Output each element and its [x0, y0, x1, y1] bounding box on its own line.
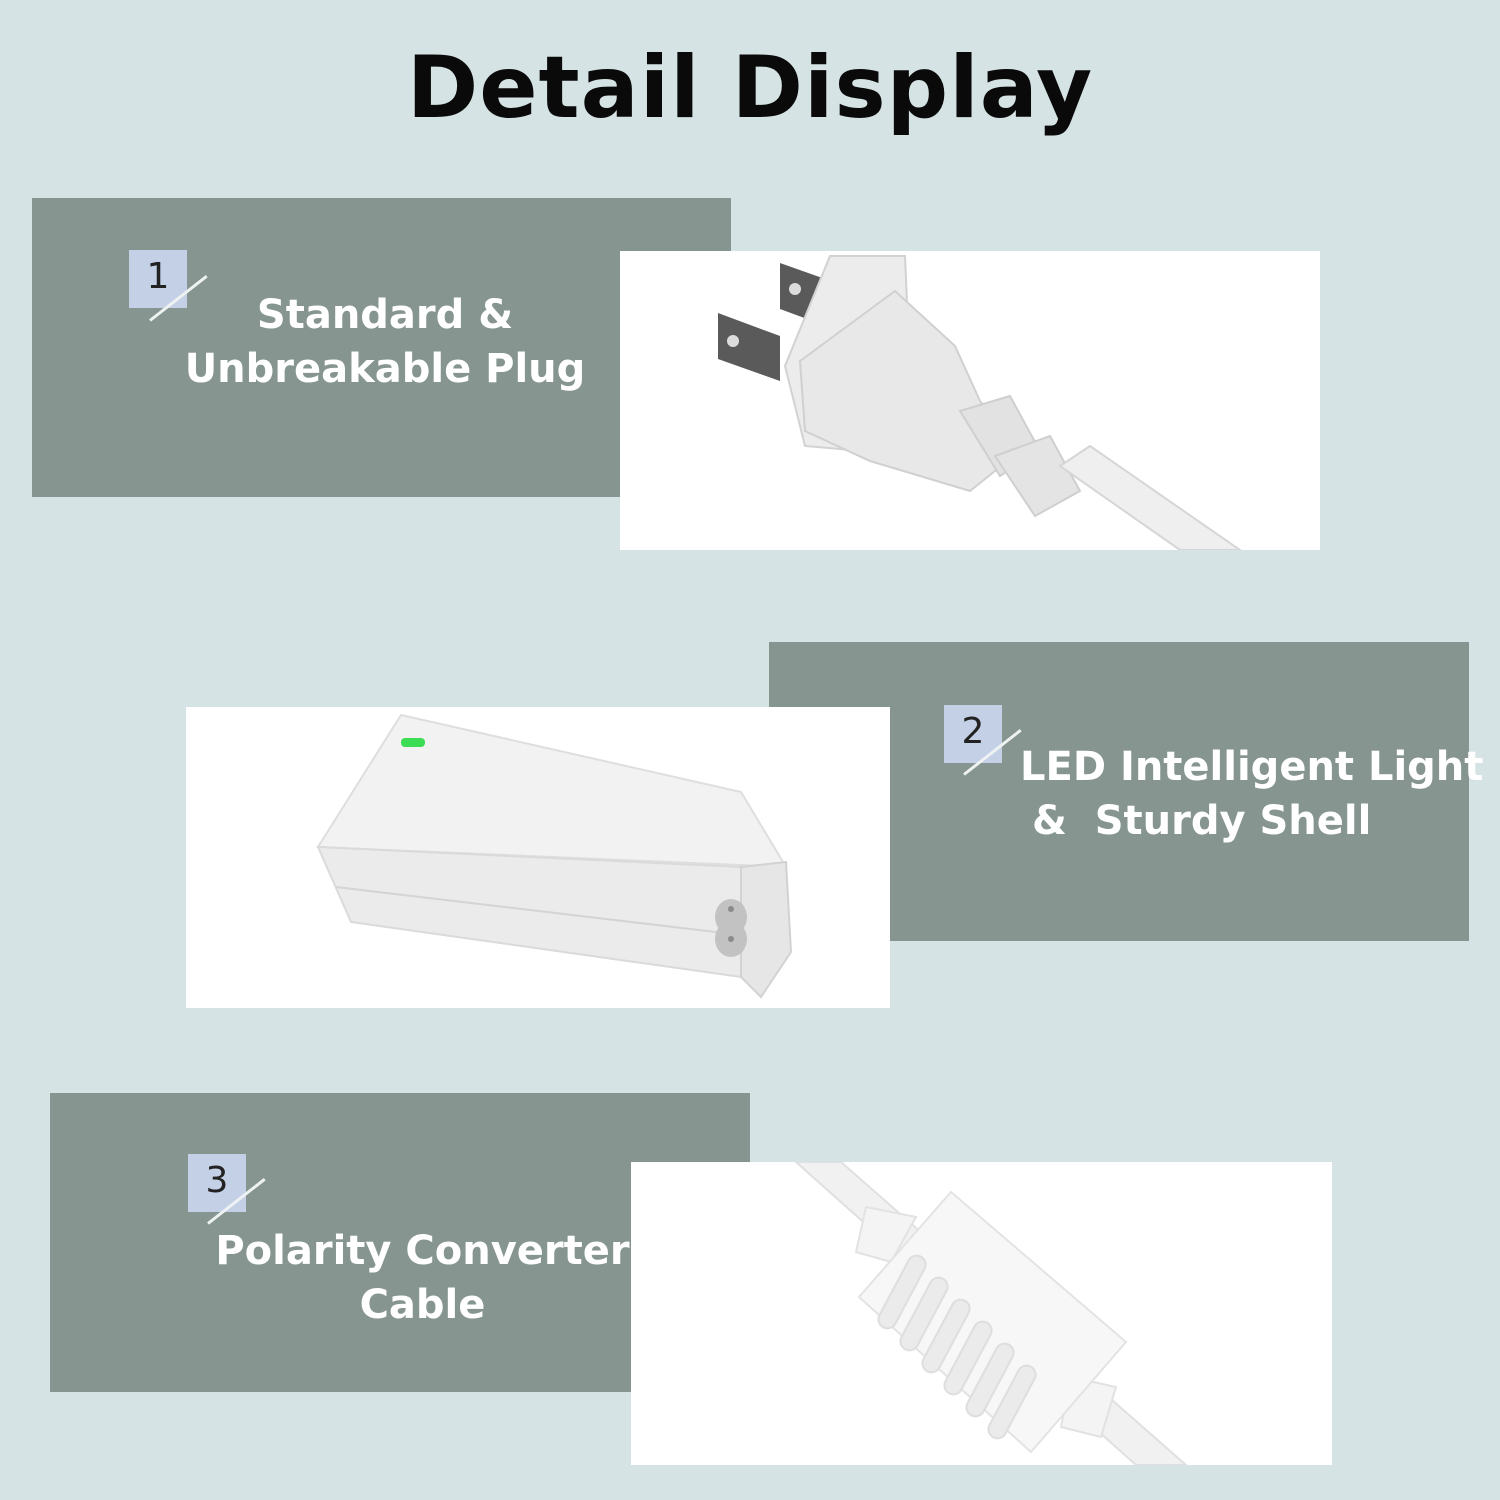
- feature-2-caption: LED Intelligent Light & Sturdy Shell: [1020, 740, 1483, 848]
- adapter-illustration-icon: [316, 713, 793, 999]
- plug-illustration-icon: [718, 255, 1242, 550]
- feature-3-caption-line1: Polarity Converter: [215, 1228, 630, 1274]
- feature-3-caption: Polarity Converter Cable: [215, 1224, 630, 1332]
- led-indicator-icon: [401, 738, 425, 747]
- feature-1-caption-line1: Standard &: [256, 292, 514, 338]
- us-two-prong-plug-photo: [620, 251, 1320, 550]
- ferrite-cable-illustration-icon: [794, 1162, 1188, 1465]
- page-title: Detail Display: [406, 38, 1094, 138]
- feature-1-caption-line2: Unbreakable Plug: [184, 346, 586, 392]
- feature-2-caption-line1: LED Intelligent Light: [1020, 744, 1484, 790]
- feature-2-caption-line2: & Sturdy Shell: [1032, 798, 1372, 844]
- feature-3-caption-line2: Cable: [359, 1282, 486, 1328]
- feature-1-panel: [32, 198, 731, 497]
- feature-2-number-badge: 2: [944, 705, 1002, 763]
- feature-3-number-badge: 3: [188, 1154, 246, 1212]
- cable-ferrite-core-photo: [631, 1162, 1332, 1465]
- power-adapter-brick-photo: [186, 707, 890, 1008]
- feature-1-caption: Standard & Unbreakable Plug: [170, 288, 600, 396]
